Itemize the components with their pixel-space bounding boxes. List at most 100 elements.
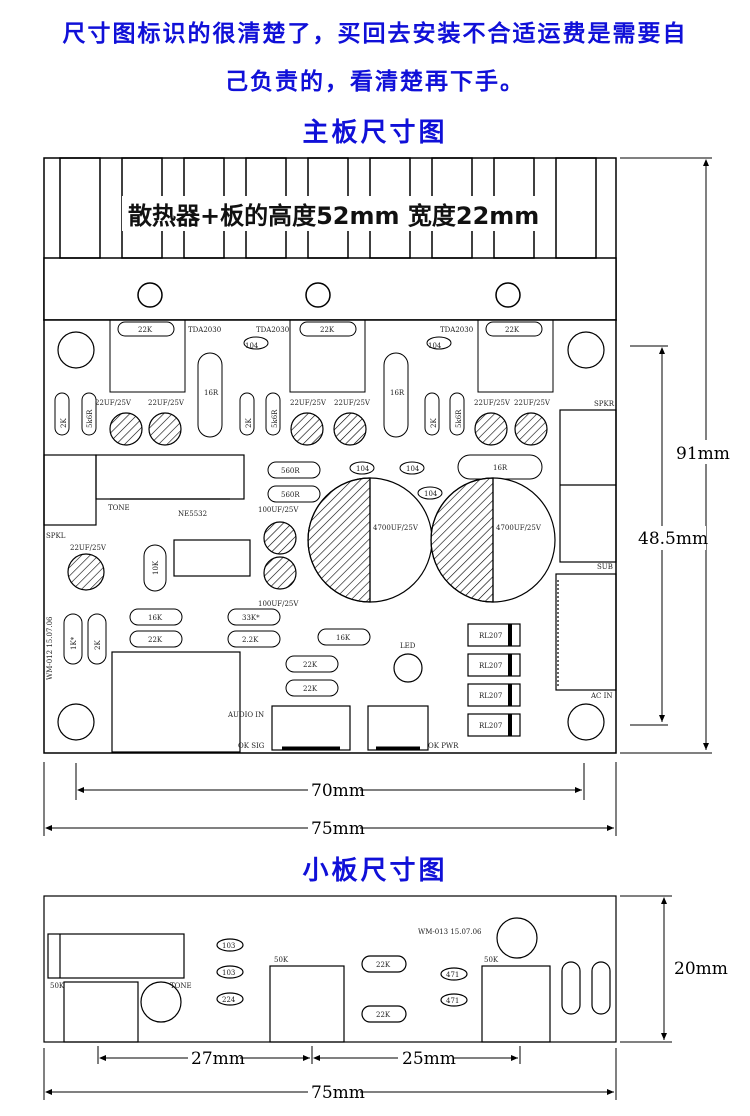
res-10k-label: 10K xyxy=(152,560,160,575)
res-2k2-label: 2.2K xyxy=(242,636,259,644)
res-2k-label-v4: 2K xyxy=(94,640,102,650)
dim-width-total: 75mm xyxy=(311,819,365,839)
horizontal-resistors xyxy=(129,461,371,697)
dim-small-width-left: 27mm xyxy=(191,1049,245,1069)
cap-22uf-label-1: 22UF/25V xyxy=(95,399,132,407)
res-22k-small-2: 22K xyxy=(376,1011,391,1019)
cap-100uf-label-2: 100UF/25V xyxy=(258,600,299,608)
res-560r-label-1: 560R xyxy=(281,467,300,475)
cap-104-label-3: 104 xyxy=(356,465,370,473)
small-board xyxy=(43,895,617,1043)
mounting-holes xyxy=(57,331,605,741)
res-22k-label-4: 22K xyxy=(148,636,163,644)
dim-height-inner: 48.5mm xyxy=(638,529,708,549)
opamp-chip xyxy=(173,539,251,577)
cap-104-label-2: 104 xyxy=(428,342,442,350)
cap-22uf-label-6: 22UF/25V xyxy=(514,399,551,407)
small-board-title: 小板尺寸图 xyxy=(302,856,448,886)
notice-line-2: 己负责的，看清楚再下手。 xyxy=(225,68,525,95)
tda2030-ics xyxy=(109,319,554,393)
cap-104-label-5: 104 xyxy=(424,490,438,498)
spkr-label: SPKR xyxy=(594,400,615,408)
res-22k-small-1: 22K xyxy=(376,961,391,969)
res-50k-small-2: 50K xyxy=(484,956,499,964)
cap-22uf-label-2: 22UF/25V xyxy=(148,399,185,407)
res-5k6-label-v1: 5k6R xyxy=(86,409,94,428)
ic-label-right: TDA2030 xyxy=(440,326,473,334)
ic-label-mid: TDA2030 xyxy=(256,326,289,334)
res-label-1: 22K xyxy=(138,326,153,334)
cap-103-label-2: 103 xyxy=(222,969,235,977)
cap-22uf-label-5: 22UF/25V xyxy=(474,399,511,407)
cap-22uf-label-3: 22UF/25V xyxy=(290,399,327,407)
res-16k-label: 16K xyxy=(148,614,163,622)
cap-100uf-label-1: 100UF/25V xyxy=(258,506,299,514)
res-1k-label: 1K* xyxy=(70,636,78,650)
audio-in-label: AUDIO IN xyxy=(227,711,264,719)
dim-small-height: 20mm xyxy=(674,959,728,979)
audio-input-jack xyxy=(111,651,241,753)
spkl-label: SPKL xyxy=(46,532,66,540)
output-terminals xyxy=(555,409,617,691)
res-5k6-label-v3: 5k6R xyxy=(455,409,463,428)
diode-label-3: RL207 xyxy=(479,692,502,700)
ac-in-label: AC IN xyxy=(590,692,613,700)
res-22k-label-5: 22K xyxy=(303,661,318,669)
board-id-small: WM-013 15.07.06 xyxy=(418,928,482,936)
signal-connectors xyxy=(271,705,429,751)
tone-label: TONE xyxy=(108,504,130,512)
dim-height-total: 91mm xyxy=(676,444,730,464)
res-label-3: 22K xyxy=(505,326,520,334)
diode-label-4: RL207 xyxy=(479,722,502,730)
led-label: LED xyxy=(400,642,416,650)
res-16r-2: 16R xyxy=(390,389,405,397)
res-label-2: 22K xyxy=(320,326,335,334)
res-16r-1: 16R xyxy=(204,389,219,397)
res-50k-small-1: 50K xyxy=(274,956,289,964)
small-electrolytics xyxy=(67,412,548,591)
notice-line-1: 尺寸图标识的很清楚了，买回去安装不合适运费是需要自 xyxy=(62,20,688,47)
dim-small-width-total: 75mm xyxy=(311,1083,365,1103)
dim-small-width-right: 25mm xyxy=(402,1049,456,1069)
led-indicator xyxy=(393,653,423,683)
sub-label: SUB xyxy=(597,563,613,571)
cap-104-label-4: 104 xyxy=(406,465,420,473)
diode-label-2: RL207 xyxy=(479,662,502,670)
cap-104-label-1: 104 xyxy=(245,342,259,350)
res-2k-label-v1: 2K xyxy=(60,418,68,428)
res-50k-small-3: 50K xyxy=(50,982,65,990)
ok-sig-label: OK SIG xyxy=(238,742,265,750)
ic-label-left: TDA2030 xyxy=(188,326,221,334)
res-5k6-label-v2: 5k6R xyxy=(271,409,279,428)
rectifier-diodes xyxy=(467,623,521,737)
dim-width-holes: 70mm xyxy=(311,781,365,801)
res-16r-3: 16R xyxy=(493,464,508,472)
res-2k-label-v2: 2K xyxy=(245,418,253,428)
res-22k-label-6: 22K xyxy=(303,685,318,693)
small-resistors xyxy=(54,392,465,665)
heatsink-note: 散热器+板的高度52mm 宽度22mm xyxy=(122,196,546,231)
res-16k-label-2: 16K xyxy=(336,634,351,642)
cap-471-label-1: 471 xyxy=(446,971,459,979)
res-560r-label-2: 560R xyxy=(281,491,300,499)
cap-103-label-1: 103 xyxy=(222,942,235,950)
filter-capacitors xyxy=(307,477,556,603)
board-id-main: WM-012 15.07.06 xyxy=(46,616,54,680)
ok-pwr-label: OK PWR xyxy=(428,742,459,750)
res-2k-label-v3: 2K xyxy=(430,418,438,428)
cap-4700-label-1: 4700UF/25V xyxy=(373,524,419,532)
opamp-label: NE5532 xyxy=(178,510,207,518)
main-board-title: 主板尺寸图 xyxy=(302,118,448,148)
diode-label-1: RL207 xyxy=(479,632,502,640)
cap-471-label-2: 471 xyxy=(446,997,459,1005)
cap-22uf-label-7: 22UF/25V xyxy=(70,544,107,552)
heatsink xyxy=(43,157,617,321)
tone-pot xyxy=(43,454,245,526)
res-33k-label: 33K* xyxy=(242,614,260,622)
cap-224-label: 224 xyxy=(222,996,236,1004)
cap-4700-label-2: 4700UF/25V xyxy=(496,524,542,532)
cap-22uf-label-4: 22UF/25V xyxy=(334,399,371,407)
small-caps xyxy=(243,336,452,500)
main-board: TDA2030 TDA2030 TDA2030 22K 22K 22K 16R … xyxy=(43,157,617,754)
